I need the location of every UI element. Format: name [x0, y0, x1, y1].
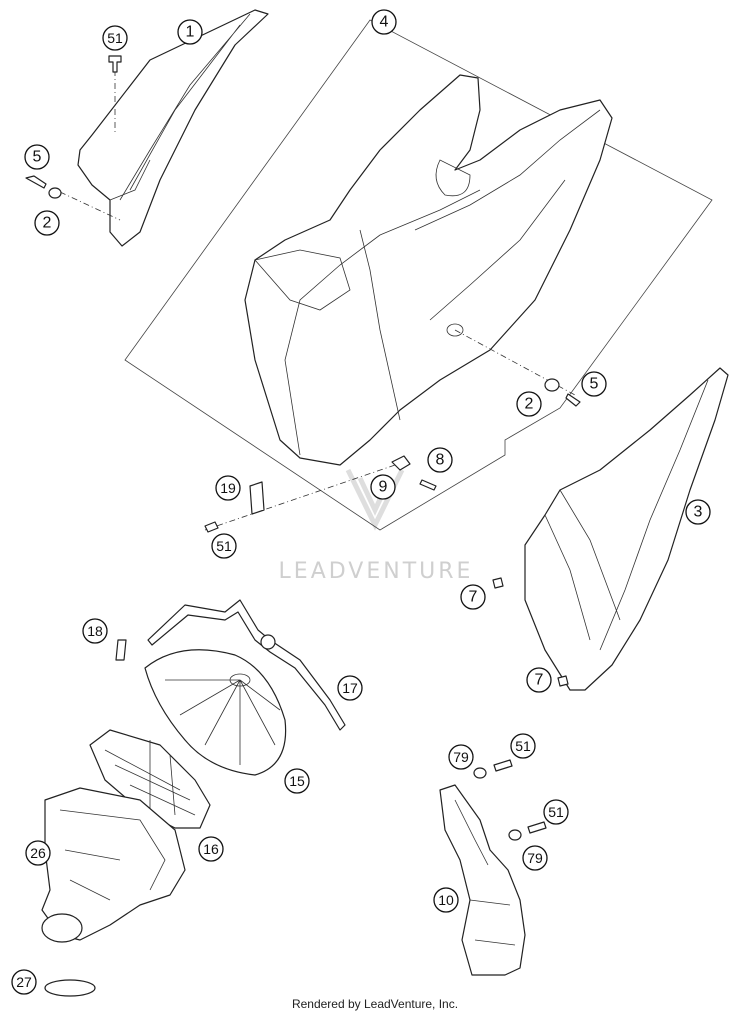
svg-text:2: 2: [525, 396, 534, 413]
leader-line: [59, 191, 121, 221]
svg-text:17: 17: [342, 680, 358, 696]
callout-15[interactable]: 15: [284, 768, 310, 794]
callout-51[interactable]: 51: [510, 733, 536, 759]
callout-27[interactable]: 27: [11, 969, 37, 995]
svg-text:5: 5: [590, 376, 599, 393]
callout-19[interactable]: 19: [215, 475, 241, 501]
callout-7[interactable]: 7: [460, 584, 486, 610]
svg-text:15: 15: [289, 773, 305, 789]
screw-icon: [557, 675, 569, 687]
callout-51[interactable]: 51: [211, 533, 237, 559]
svg-text:4: 4: [380, 14, 389, 31]
part-3-side-panel-right: [524, 367, 729, 691]
svg-text:7: 7: [535, 672, 544, 689]
callout-4[interactable]: 4: [371, 9, 397, 35]
callout-79[interactable]: 79: [448, 744, 474, 770]
screw-icon: [565, 393, 581, 407]
callout-51[interactable]: 51: [102, 25, 128, 51]
clip-icon: [391, 455, 411, 471]
callout-18[interactable]: 18: [82, 618, 108, 644]
part-18-pin: [115, 639, 127, 661]
washer-icon: [48, 187, 62, 199]
callout-16[interactable]: 16: [198, 836, 224, 862]
svg-text:1: 1: [186, 24, 195, 41]
svg-text:79: 79: [527, 850, 543, 866]
svg-text:5: 5: [33, 149, 42, 166]
svg-text:79: 79: [453, 749, 469, 765]
part-16-filter-frame: [89, 729, 211, 829]
callout-17[interactable]: 17: [337, 675, 363, 701]
svg-text:51: 51: [515, 738, 531, 754]
watermark: LEADVENTURE: [279, 468, 474, 584]
part-17-joint: [260, 634, 276, 650]
svg-text:51: 51: [548, 804, 564, 820]
svg-text:8: 8: [436, 452, 445, 469]
svg-text:2: 2: [43, 215, 52, 232]
callout-9[interactable]: 9: [370, 474, 396, 500]
screw-icon: [493, 759, 513, 772]
washer-icon: [473, 767, 487, 779]
svg-text:19: 19: [220, 480, 236, 496]
part-27-clamp: [44, 979, 96, 997]
svg-text:51: 51: [107, 30, 123, 46]
svg-text:9: 9: [379, 479, 388, 496]
callout-79[interactable]: 79: [522, 845, 548, 871]
svg-text:3: 3: [694, 504, 703, 521]
part-15-air-filter: [144, 649, 287, 776]
screw-icon: [108, 55, 122, 73]
svg-text:27: 27: [16, 974, 32, 990]
svg-text:51: 51: [216, 538, 232, 554]
screw-icon: [527, 821, 547, 834]
screw-icon: [492, 577, 504, 589]
watermark-text: LEADVENTURE: [279, 559, 474, 584]
washer-icon: [508, 829, 522, 841]
callout-2[interactable]: 2: [516, 391, 542, 417]
part-1-side-plate-left: [77, 9, 269, 247]
callout-26[interactable]: 26: [25, 840, 51, 866]
footer-credit: Rendered by LeadVenture, Inc.: [291, 997, 459, 1011]
svg-text:16: 16: [203, 841, 219, 857]
part-4-rear-fender-airbox: [244, 74, 613, 466]
svg-text:10: 10: [438, 892, 454, 908]
part-10-guard: [439, 784, 526, 976]
callout-2[interactable]: 2: [34, 210, 60, 236]
callout-51[interactable]: 51: [543, 799, 569, 825]
assembly-frame: [124, 19, 713, 531]
screw-icon: [419, 479, 437, 491]
leader-line: [204, 464, 396, 531]
callout-3[interactable]: 3: [685, 499, 711, 525]
svg-text:26: 26: [30, 845, 46, 861]
screw-icon: [25, 175, 47, 189]
washer-icon: [544, 378, 560, 392]
screw-icon: [204, 521, 219, 533]
callout-1[interactable]: 1: [177, 19, 203, 45]
callout-10[interactable]: 10: [433, 887, 459, 913]
part-17-filter-cage: [147, 599, 346, 731]
callout-7[interactable]: 7: [526, 667, 552, 693]
bracket-icon: [249, 481, 265, 515]
svg-text:7: 7: [469, 589, 478, 606]
callout-8[interactable]: 8: [427, 447, 453, 473]
part-26-intake-boot: [41, 787, 186, 943]
callout-5[interactable]: 5: [581, 371, 607, 397]
svg-text:18: 18: [87, 623, 103, 639]
callout-5[interactable]: 5: [24, 144, 50, 170]
